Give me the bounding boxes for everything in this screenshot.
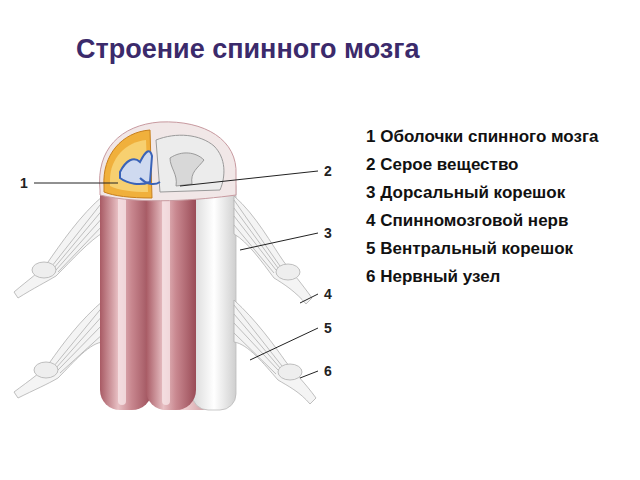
front-column: [146, 175, 196, 410]
callout-number: 1: [18, 175, 30, 191]
front-column: [100, 175, 152, 410]
legend-item: 2 Серое вещество: [366, 154, 628, 176]
white-column: [192, 170, 236, 410]
left-nerves: [14, 195, 104, 398]
right-nerves: [234, 196, 316, 404]
callout-number: 2: [322, 163, 334, 179]
callout-number: 6: [322, 363, 334, 379]
callout-number: 4: [322, 286, 334, 302]
callout-number: 5: [322, 320, 334, 336]
callout-number: 3: [322, 225, 334, 241]
leader-lines: [34, 171, 318, 378]
title: Строение спинного мозга: [76, 34, 420, 65]
legend-item: 1 Оболочки спинного мозга: [366, 126, 628, 148]
legend-item: 6 Нервный узел: [366, 266, 628, 288]
legend-item: 4 Спинномозговой нерв: [366, 210, 628, 232]
legend-item: 3 Дорсальный корешок: [366, 182, 628, 204]
cross-section: [100, 122, 237, 201]
legend-list: 1 Оболочки спинного мозга 2 Серое веществ…: [366, 126, 628, 294]
legend-item: 5 Вентральный корешок: [366, 238, 628, 260]
